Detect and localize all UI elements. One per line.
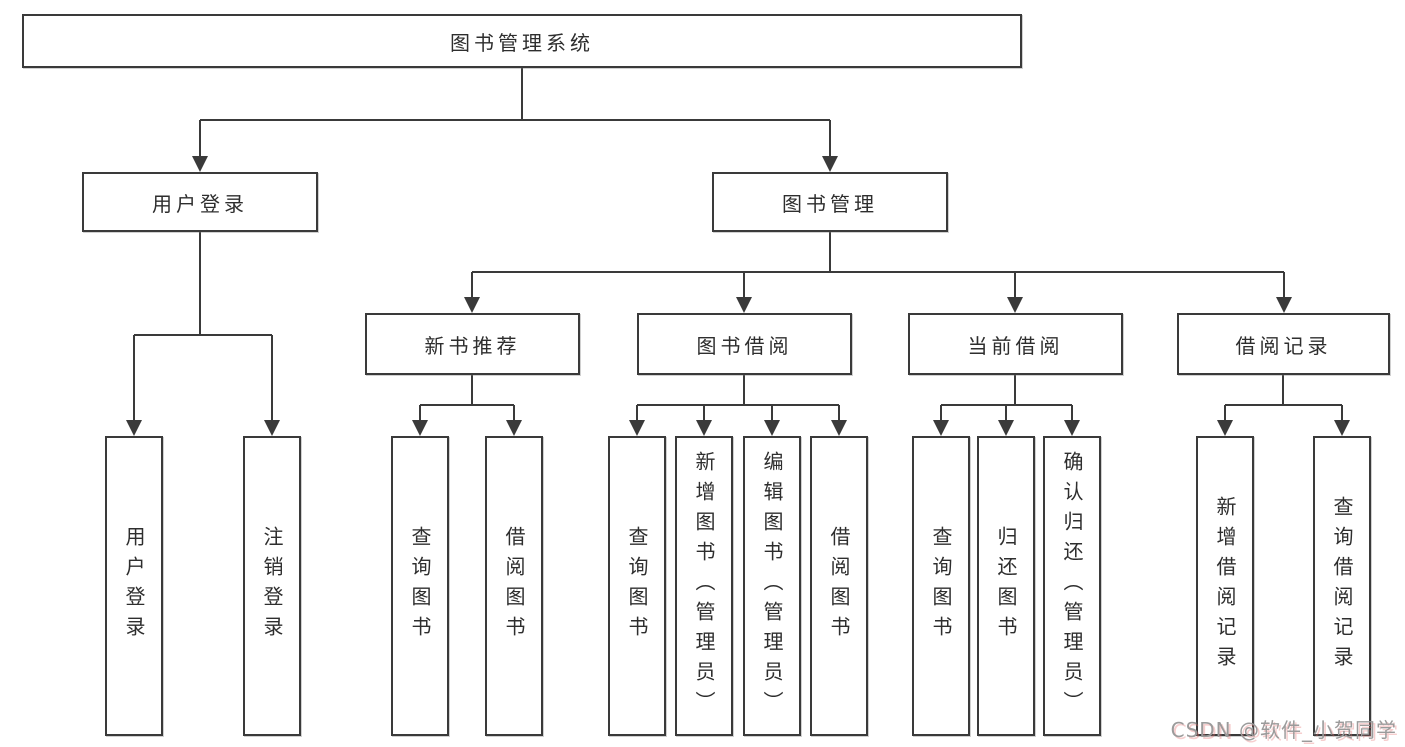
leaf-borrow-query: 查询图书 bbox=[608, 436, 666, 736]
node-borrow-records: 借阅记录 bbox=[1177, 313, 1390, 375]
leaf-records-query-label: 查询借阅记录 bbox=[1330, 496, 1354, 676]
node-book-borrow: 图书借阅 bbox=[637, 313, 852, 375]
leaf-current-query: 查询图书 bbox=[912, 436, 970, 736]
node-current-borrow-label: 当前借阅 bbox=[967, 333, 1064, 358]
leaf-borrow-book-label: 借阅图书 bbox=[827, 526, 851, 646]
leaf-borrow-book: 借阅图书 bbox=[810, 436, 868, 736]
leaf-current-confirm-admin-label: 确认归还（管理员） bbox=[1060, 451, 1084, 721]
leaf-current-return-label: 归还图书 bbox=[994, 526, 1018, 646]
node-user-login-label: 用户登录 bbox=[152, 191, 248, 216]
node-root-label: 图书管理系统 bbox=[450, 30, 594, 55]
node-root: 图书管理系统 bbox=[22, 14, 1022, 68]
node-new-book-recommend-label: 新书推荐 bbox=[424, 333, 521, 358]
node-borrow-records-label: 借阅记录 bbox=[1235, 333, 1332, 358]
leaf-current-confirm-admin: 确认归还（管理员） bbox=[1043, 436, 1101, 736]
leaf-borrow-query-label: 查询图书 bbox=[625, 526, 649, 646]
node-book-management-label: 图书管理 bbox=[782, 191, 878, 216]
leaf-records-add: 新增借阅记录 bbox=[1196, 436, 1254, 736]
node-user-login: 用户登录 bbox=[82, 172, 318, 232]
leaf-newbooks-borrow: 借阅图书 bbox=[485, 436, 543, 736]
leaf-user-login: 用户登录 bbox=[105, 436, 163, 736]
node-book-borrow-label: 图书借阅 bbox=[696, 333, 793, 358]
leaf-borrow-add-admin-label: 新增图书（管理员） bbox=[692, 451, 716, 721]
leaf-newbooks-query: 查询图书 bbox=[391, 436, 449, 736]
csdn-watermark: CSDN @软件_小贺同学 bbox=[1170, 718, 1397, 742]
node-new-book-recommend: 新书推荐 bbox=[365, 313, 580, 375]
leaf-borrow-edit-admin-label: 编辑图书（管理员） bbox=[760, 451, 784, 721]
leaf-logout-label: 注销登录 bbox=[260, 526, 284, 646]
leaf-borrow-edit-admin: 编辑图书（管理员） bbox=[743, 436, 801, 736]
leaf-records-query: 查询借阅记录 bbox=[1313, 436, 1371, 736]
leaf-newbooks-borrow-label: 借阅图书 bbox=[502, 526, 526, 646]
leaf-user-login-label: 用户登录 bbox=[122, 526, 146, 646]
leaf-current-query-label: 查询图书 bbox=[929, 526, 953, 646]
leaf-borrow-add-admin: 新增图书（管理员） bbox=[675, 436, 733, 736]
leaf-newbooks-query-label: 查询图书 bbox=[408, 526, 432, 646]
leaf-logout: 注销登录 bbox=[243, 436, 301, 736]
node-current-borrow: 当前借阅 bbox=[908, 313, 1123, 375]
node-book-management: 图书管理 bbox=[712, 172, 948, 232]
leaf-current-return: 归还图书 bbox=[977, 436, 1035, 736]
leaf-records-add-label: 新增借阅记录 bbox=[1213, 496, 1237, 676]
